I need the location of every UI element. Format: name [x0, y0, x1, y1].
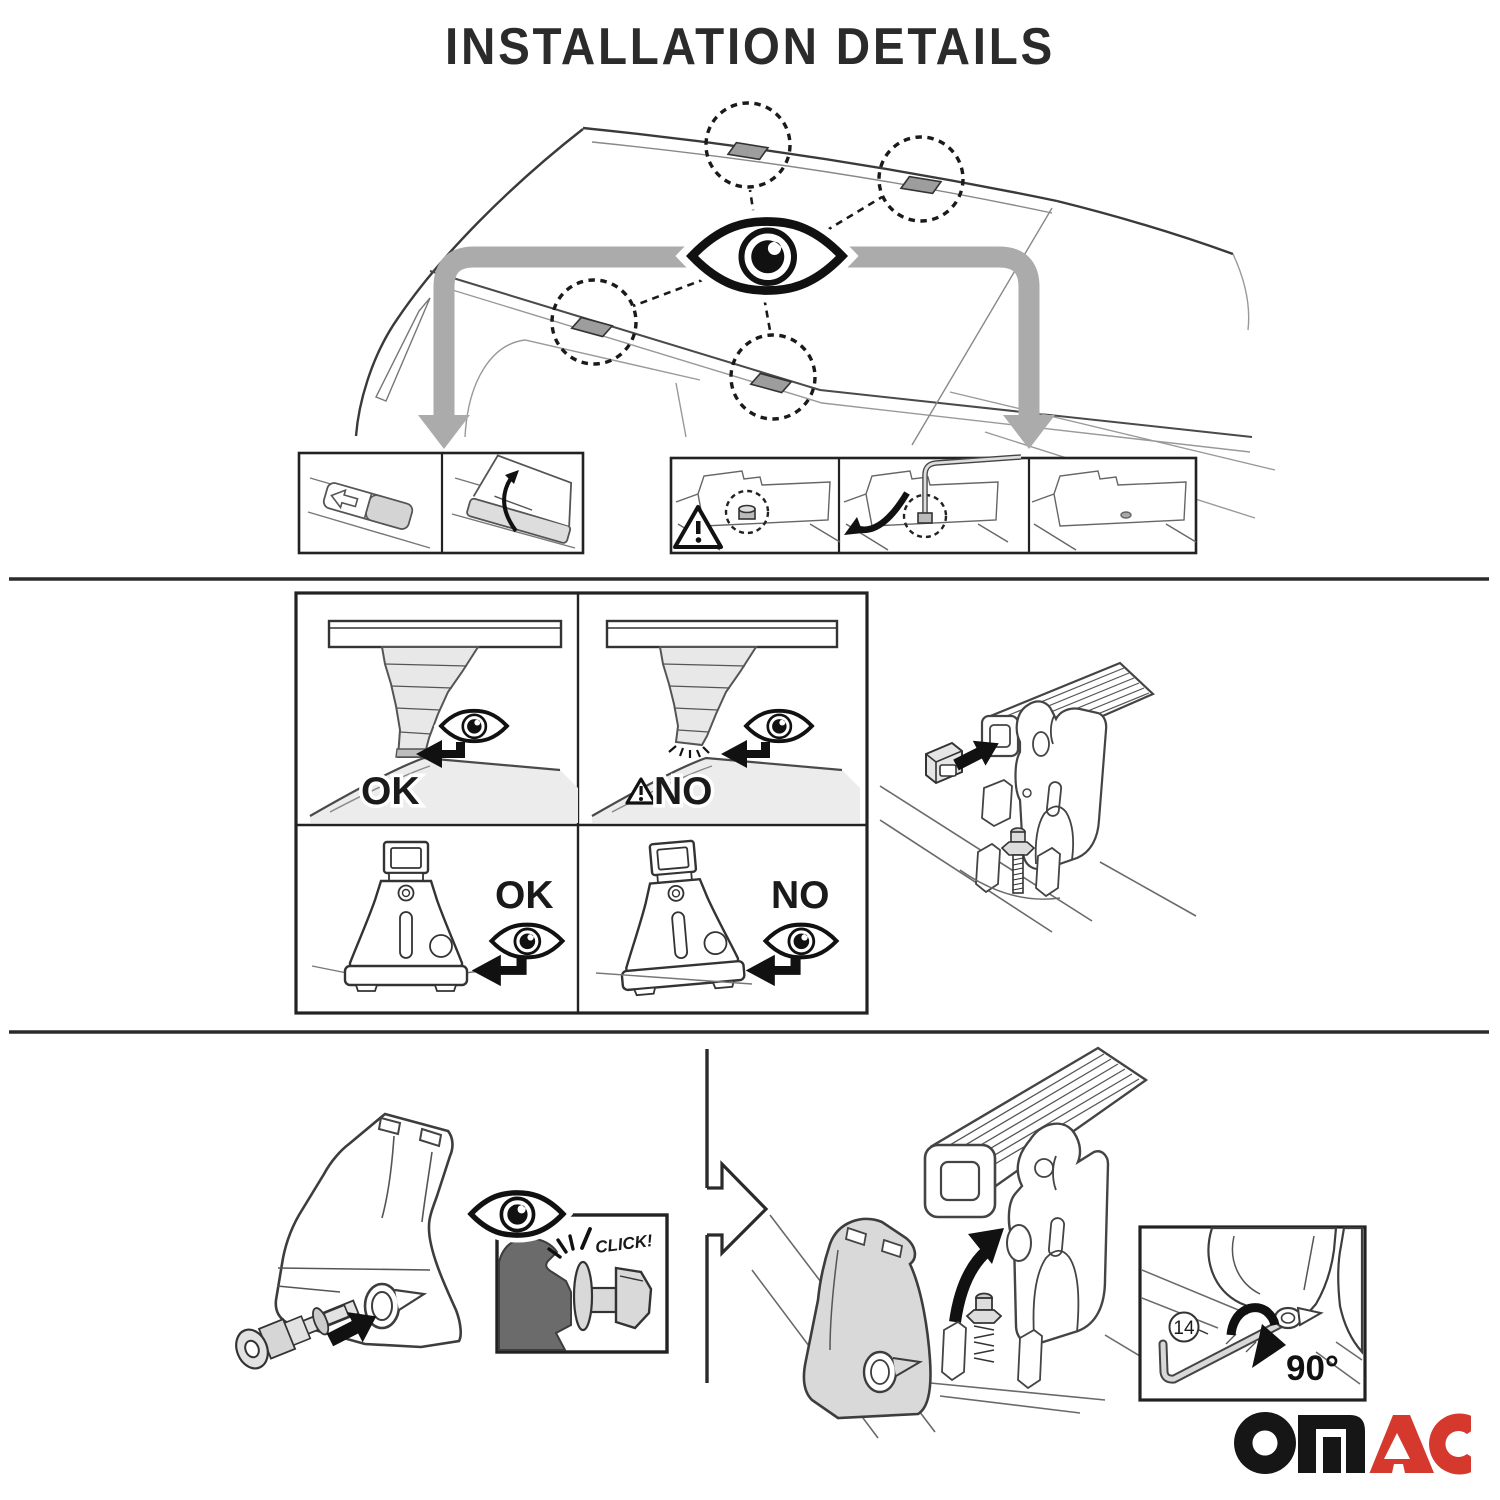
svg-text:OK: OK — [495, 874, 554, 917]
svg-text:90°: 90° — [1286, 1349, 1339, 1388]
svg-text:NO: NO — [654, 770, 713, 813]
svg-text:OK: OK — [361, 770, 420, 813]
svg-text:INSTALLATION DETAILS: INSTALLATION DETAILS — [445, 18, 1055, 76]
svg-text:14: 14 — [1173, 1318, 1195, 1339]
svg-text:NO: NO — [771, 874, 830, 917]
